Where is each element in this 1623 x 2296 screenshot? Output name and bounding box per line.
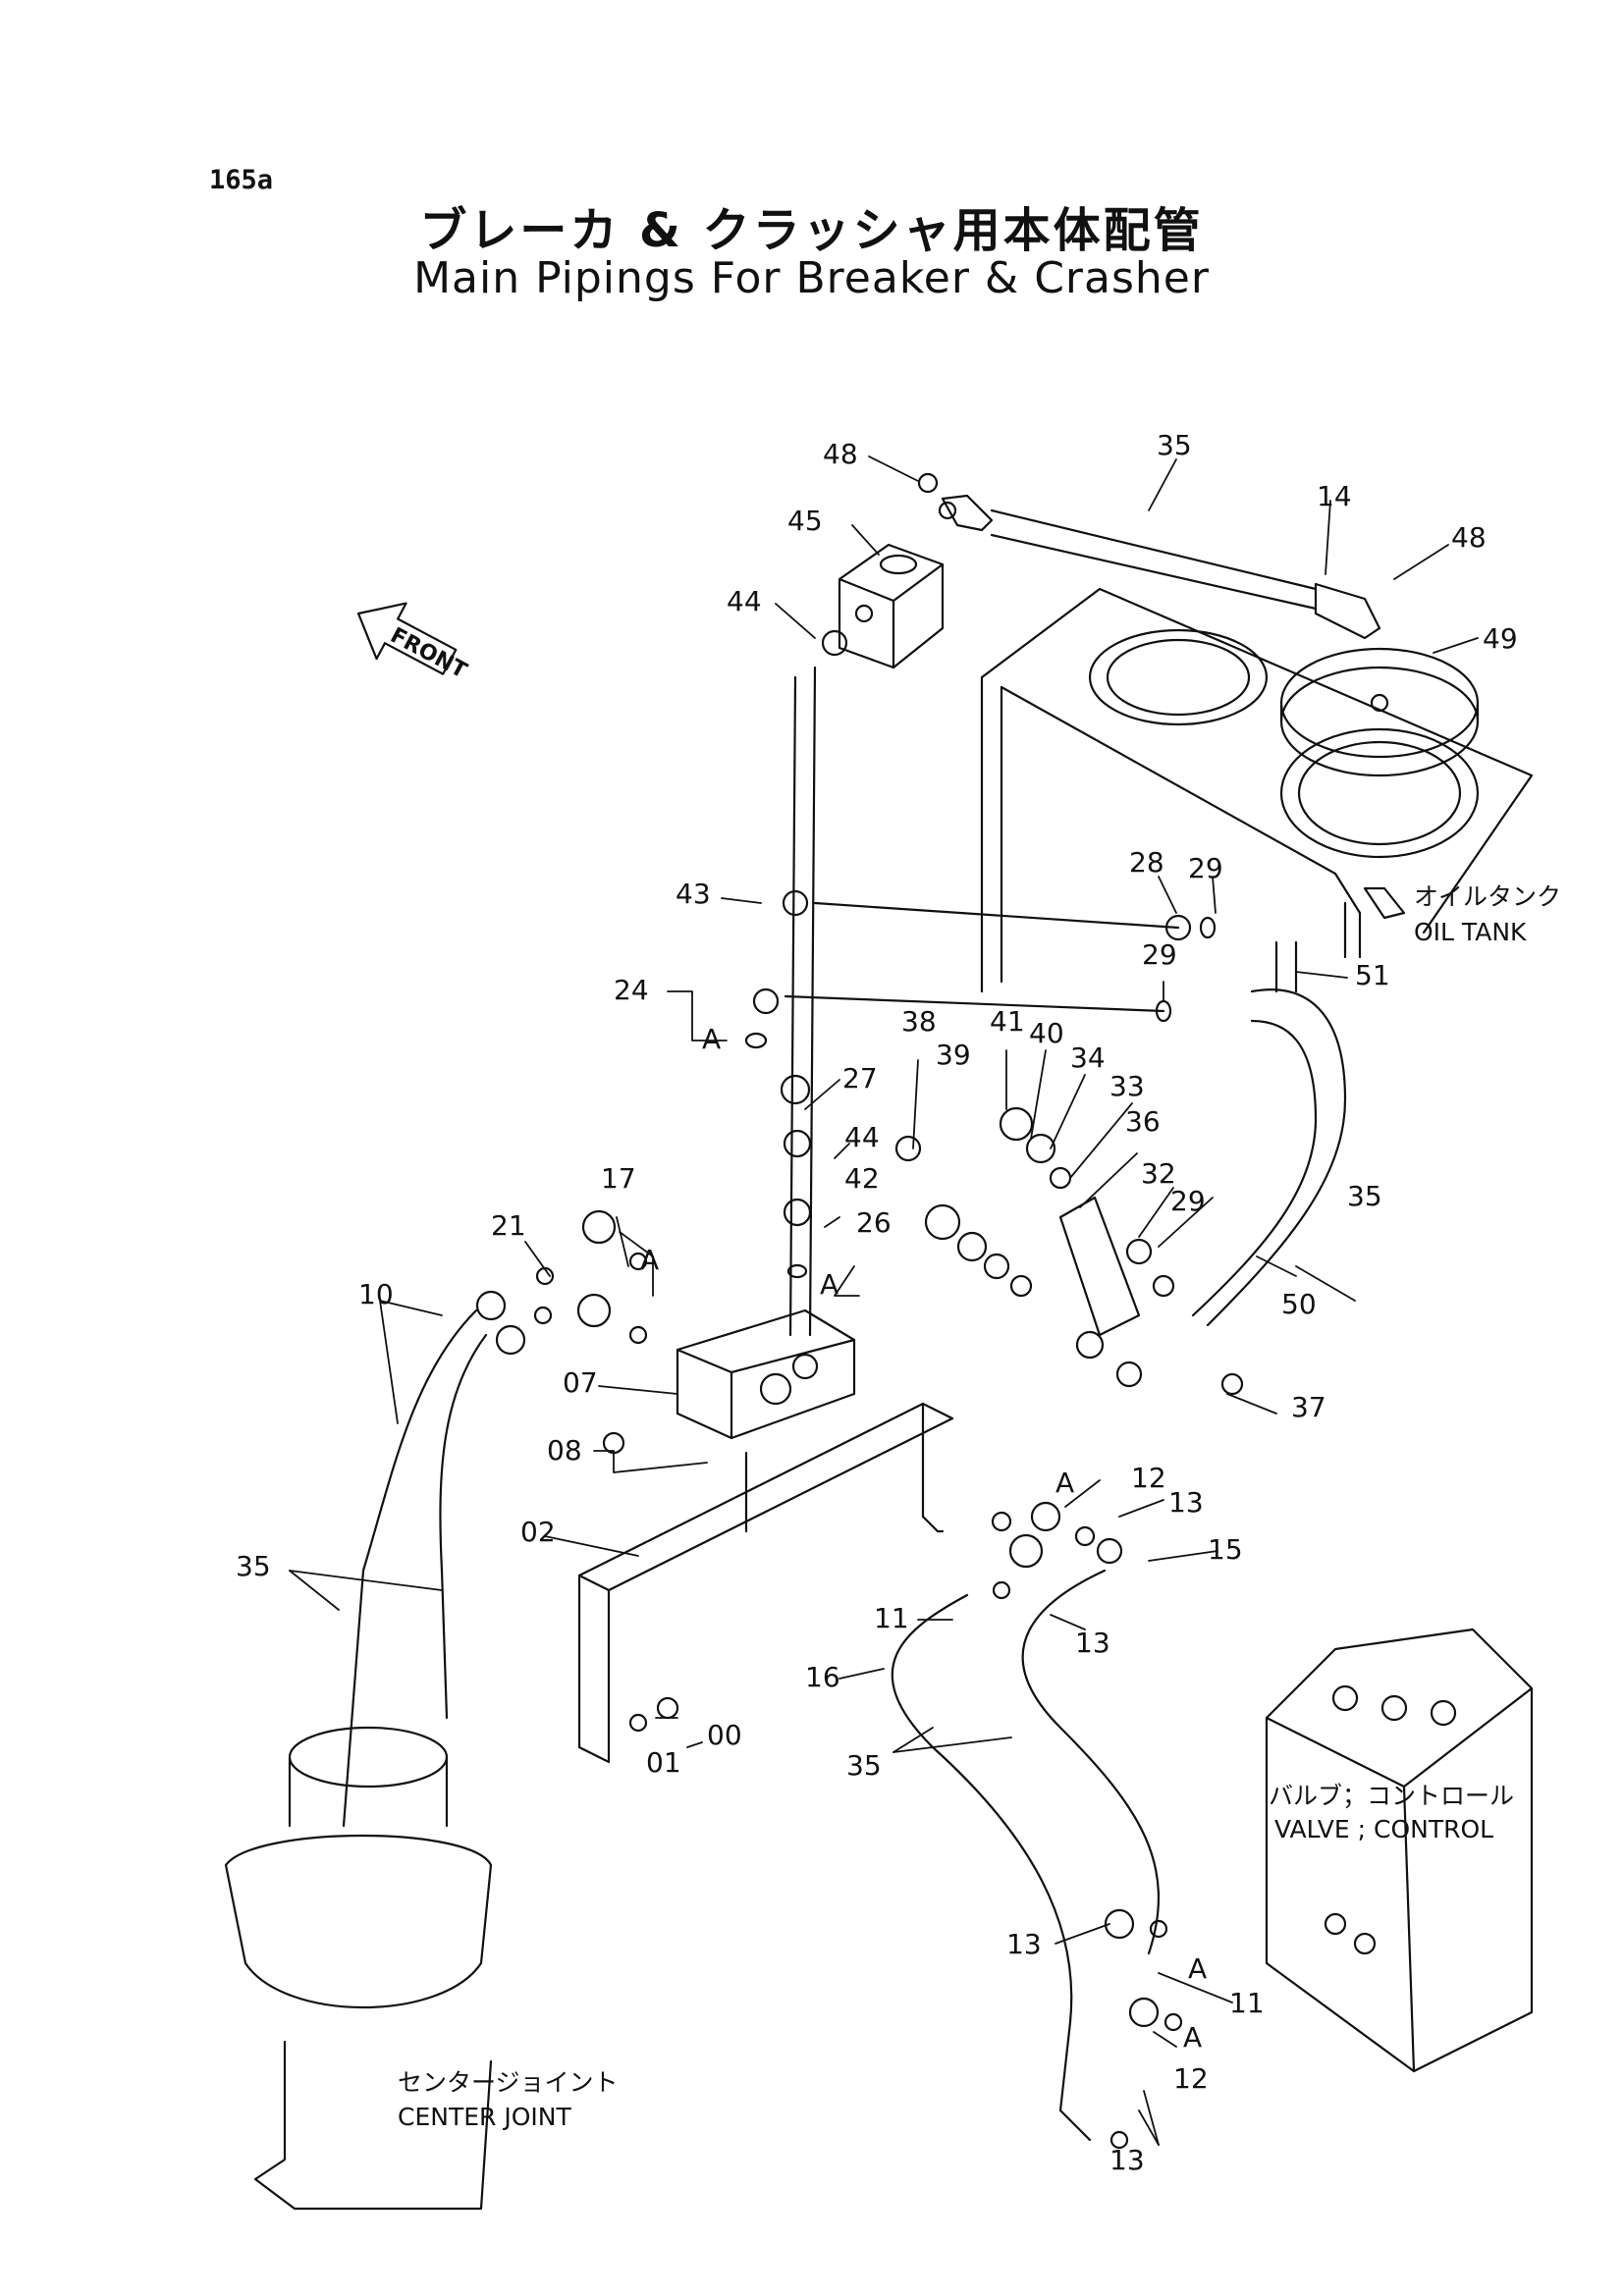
oil-tank-label-en: OIL TANK: [1414, 918, 1527, 946]
pipe-vertical: [788, 666, 817, 1337]
hose-35-top: [941, 494, 1381, 640]
callout-35: 35: [1347, 1180, 1382, 1212]
oil-tank-label-jp: オイルタンク: [1414, 882, 1561, 911]
center-joint-label-jp: センタージョイント: [398, 2068, 619, 2097]
callout-01: 01: [646, 1746, 681, 1779]
callout-21: 21: [491, 1209, 526, 1242]
callout-15: 15: [1208, 1533, 1243, 1566]
hoses-16-15: [891, 1569, 1161, 2142]
callout-17: 17: [601, 1162, 636, 1195]
callout-26: 26: [856, 1206, 892, 1239]
callout-24: 24: [614, 974, 649, 1006]
callout-44: 44: [727, 585, 762, 617]
callout-a: A: [1055, 1467, 1074, 1499]
callout-11: 11: [874, 1602, 909, 1634]
callout-29: 29: [1142, 938, 1177, 971]
callout-48: 48: [823, 438, 858, 470]
callout-35: 35: [846, 1749, 882, 1782]
callout-40: 40: [1029, 1017, 1064, 1049]
oil-tank: [980, 587, 1534, 993]
page-number: 165a: [209, 165, 274, 195]
callout-48: 48: [1451, 521, 1487, 554]
callout-a: A: [1188, 1952, 1207, 1985]
callout-08: 08: [547, 1434, 582, 1467]
callout-02: 02: [520, 1516, 556, 1548]
callout-29: 29: [1170, 1185, 1206, 1217]
callout-39: 39: [936, 1039, 971, 1071]
callout-38: 38: [901, 1005, 937, 1038]
callout-10: 10: [358, 1278, 394, 1310]
callout-a: A: [820, 1268, 839, 1301]
callout-41: 41: [990, 1005, 1025, 1038]
callout-34: 34: [1070, 1041, 1106, 1074]
center-joint: [224, 1726, 493, 2211]
callout-29: 29: [1188, 852, 1223, 884]
callout-36: 36: [1125, 1105, 1161, 1138]
callout-a: A: [1183, 2021, 1202, 2054]
control-valve-label-jp: バルブ；コントロール: [1269, 1782, 1514, 1810]
title-english: Main Pipings For Breaker & Crasher: [413, 253, 1210, 303]
callout-13: 13: [1168, 1486, 1204, 1519]
callout-a: A: [702, 1023, 721, 1055]
callout-16: 16: [805, 1661, 840, 1693]
front-label: FRONT: [386, 623, 470, 684]
callout-49: 49: [1483, 622, 1518, 655]
callout-13: 13: [1006, 1928, 1042, 1960]
callout-07: 07: [563, 1366, 598, 1399]
callout-27: 27: [842, 1062, 878, 1095]
hoses-10: [342, 1308, 488, 1828]
callout-13: 13: [1075, 1627, 1110, 1659]
callout-45: 45: [787, 505, 823, 537]
callout-51: 51: [1355, 959, 1390, 991]
block-07: [676, 1308, 856, 1440]
callout-35: 35: [236, 1550, 271, 1582]
leader-lines: [289, 455, 1479, 2146]
callout-28: 28: [1129, 846, 1164, 879]
callout-14: 14: [1317, 480, 1352, 512]
block-45: [838, 543, 945, 669]
callout-12: 12: [1173, 2062, 1209, 2095]
callout-44: 44: [844, 1121, 880, 1153]
callout-50: 50: [1281, 1288, 1317, 1320]
title-japanese: ブレーカ & クラッシャ用本体配管: [419, 203, 1204, 258]
center-joint-label-en: CENTER JOINT: [398, 2103, 571, 2131]
callout-35: 35: [1157, 429, 1192, 461]
callout-43: 43: [676, 878, 711, 910]
bracket-02: [577, 1402, 954, 1764]
control-valve: [1265, 1628, 1534, 2073]
callout-12: 12: [1131, 1462, 1166, 1494]
front-arrow-icon: FRONT: [356, 602, 470, 684]
control-valve-label-en: VALVE ; CONTROL: [1274, 1815, 1493, 1843]
callout-00: 00: [707, 1719, 742, 1751]
callout-42: 42: [844, 1162, 880, 1195]
fittings: [475, 472, 1244, 2150]
callout-37: 37: [1291, 1391, 1326, 1423]
callout-11: 11: [1229, 1987, 1265, 2019]
tank-lines: [784, 901, 1347, 1327]
callout-32: 32: [1141, 1157, 1176, 1190]
callout-33: 33: [1109, 1070, 1145, 1102]
callout-13: 13: [1109, 2144, 1145, 2176]
callout-a: A: [640, 1244, 659, 1276]
